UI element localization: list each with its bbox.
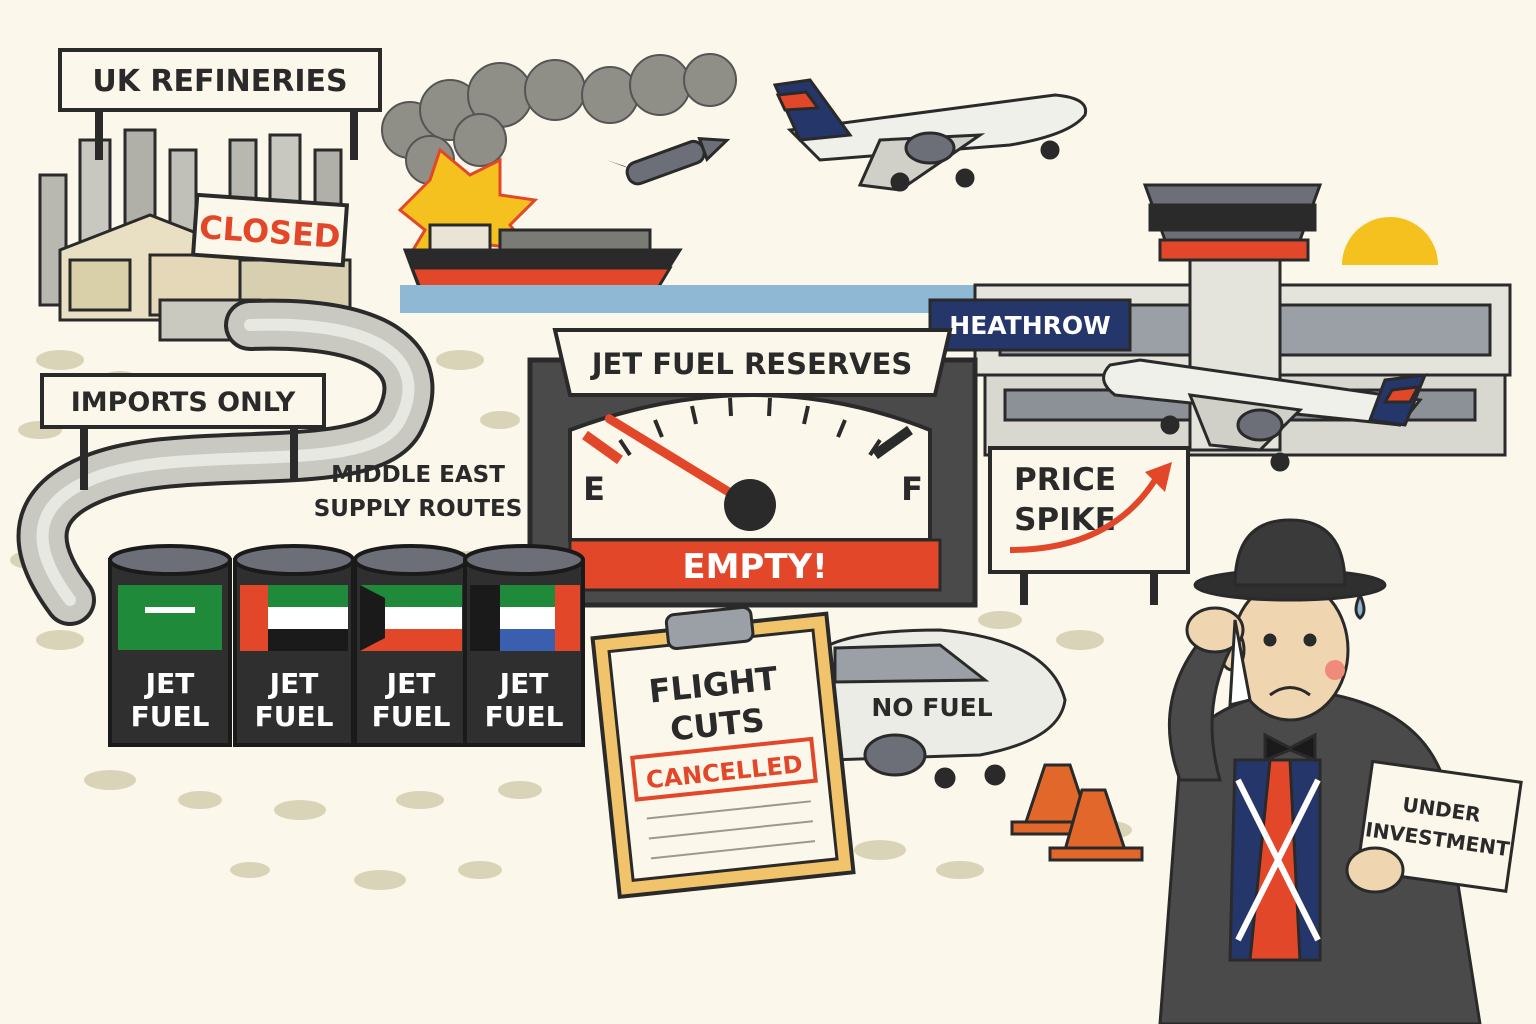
worried-british-man: UNDER INVESTMENT bbox=[1158, 518, 1523, 1024]
missile bbox=[606, 136, 731, 186]
gauge-hub bbox=[724, 479, 776, 531]
sweat-drop-icon bbox=[1354, 591, 1366, 620]
gauge-ticks bbox=[618, 397, 882, 457]
clipboard-clip bbox=[664, 605, 755, 650]
sea bbox=[400, 285, 1000, 313]
imports-only-label: IMPORTS ONLY bbox=[71, 387, 296, 418]
price-spike-line1: PRICE bbox=[1014, 462, 1116, 498]
gauge-e-mark: E bbox=[583, 470, 605, 508]
middle-east-line2: SUPPLY ROUTES bbox=[314, 496, 523, 522]
tricolour-flag-icon bbox=[470, 585, 580, 651]
uae-flag-icon bbox=[240, 585, 348, 651]
airliner-top bbox=[772, 78, 1088, 192]
uk-refineries-label: UK REFINERIES bbox=[92, 64, 347, 99]
barrel-label-line2: FUEL bbox=[131, 700, 210, 733]
flight-cuts-clipboard: FLIGHT CUTS CANCELLED bbox=[590, 605, 856, 900]
jet-fuel-reserves-banner bbox=[552, 328, 953, 397]
barrel-label-line1: JET bbox=[385, 667, 436, 700]
gauge-f-mark: F bbox=[901, 470, 923, 508]
barrel-label-line1: JET bbox=[268, 667, 319, 700]
barrel: JET FUEL bbox=[353, 544, 469, 747]
barrel: JET FUEL bbox=[463, 544, 585, 747]
barrel-label-line1: JET bbox=[144, 667, 195, 700]
oil-tanker-ship bbox=[402, 223, 683, 292]
closed-sign: CLOSED bbox=[190, 192, 350, 268]
fuel-gauge-panel: E F EMPTY! bbox=[527, 357, 978, 608]
saudi-arabia-flag-icon bbox=[118, 585, 222, 650]
imports-only-sign bbox=[40, 373, 326, 429]
barrel: JET FUEL bbox=[108, 544, 232, 747]
barrel-label-line2: FUEL bbox=[485, 700, 564, 733]
kuwait-flag-icon bbox=[360, 585, 462, 651]
bow-tie-icon bbox=[1263, 732, 1317, 763]
barrel-label-line1: JET bbox=[498, 667, 549, 700]
barrel-label-line2: FUEL bbox=[372, 700, 451, 733]
price-up-arrow-icon bbox=[1009, 478, 1158, 553]
airliner-right bbox=[1102, 358, 1428, 472]
cancelled-stamp bbox=[630, 736, 818, 802]
uk-refineries-sign bbox=[58, 48, 382, 112]
traffic-cone-icon bbox=[1010, 763, 1144, 862]
gauge-needle bbox=[604, 414, 755, 510]
empty-banner-label: EMPTY! bbox=[682, 547, 827, 587]
heathrow-sign bbox=[928, 298, 1132, 352]
barrel-label-line2: FUEL bbox=[255, 700, 334, 733]
smoke-cloud bbox=[381, 53, 737, 185]
middle-east-line1: MIDDLE EAST bbox=[331, 462, 505, 488]
barrel: JET FUEL bbox=[233, 544, 355, 747]
jet-fuel-reserves-label: JET FUEL RESERVES bbox=[590, 347, 913, 381]
no-fuel-label: NO FUEL bbox=[871, 693, 992, 722]
barrel-group: JET FUEL JET FUEL JET bbox=[108, 544, 585, 747]
grounded-plane bbox=[818, 628, 1067, 789]
heathrow-label: HEATHROW bbox=[949, 311, 1110, 340]
